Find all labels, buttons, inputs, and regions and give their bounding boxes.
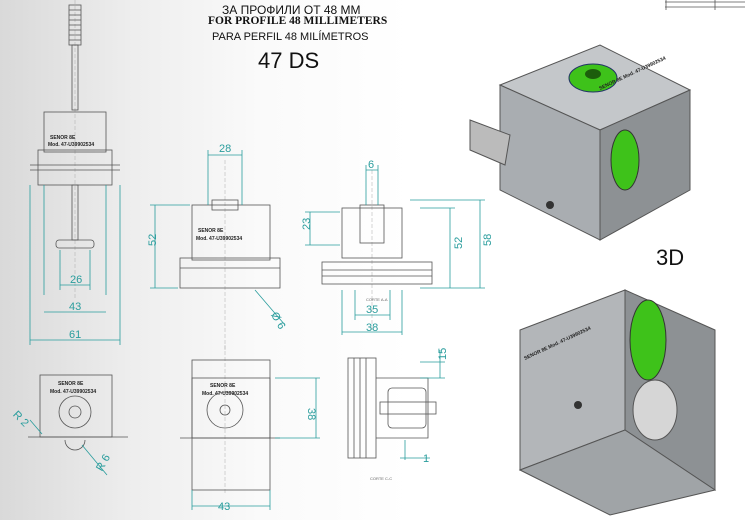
render-3d-bottom: SENOR 8E Mod. 47-U39902534 [518,289,717,516]
section-a-view: CORTE A-A [305,165,485,335]
dim-secc-1: 1 [423,453,429,465]
render-3d-top: SENOR 8E Mod. 47-U39902534 [469,44,692,241]
model-name: 47 DS [258,48,320,73]
dim-front-26: 26 [70,274,82,286]
dim-mid-52: 52 [147,234,159,246]
dim-front-43: 43 [69,301,81,313]
svg-text:SENOR 8E: SENOR 8E [58,381,84,387]
dim-secc-15: 15 [437,348,449,360]
svg-text:Mod. 47-U39902534: Mod. 47-U39902534 [50,389,96,395]
dim-r6: R 6 [94,452,113,473]
title-block [665,0,745,10]
dim-sec-35: 35 [366,304,378,316]
dim-r2: R 2 [10,409,31,430]
dim-front-61: 61 [69,329,81,341]
bottom-left-view: SENOR 8E Mod. 47-U39902534 [28,374,128,476]
middle-view: SENOR 8E Mod. 47-U39902534 [150,150,286,350]
dim-sec-52: 52 [453,237,465,249]
dim-mid-28: 28 [219,143,231,155]
front-view: SENOR 8E Mod. 47-U39902534 [29,0,121,345]
section-a-label: CORTE A-A [366,297,388,302]
svg-text:Mod. 47-U39902534: Mod. 47-U39902534 [196,236,242,242]
svg-text:SENOR 8E: SENOR 8E [50,135,76,141]
svg-text:Mod. 47-U39902534: Mod. 47-U39902534 [48,142,94,148]
svg-text:SENOR 8E: SENOR 8E [198,228,224,234]
dim-sec-58: 58 [482,234,494,246]
dim-sec-38: 38 [366,322,378,334]
section-c-label: CORTE C-C [370,476,392,481]
dim-mid-d6: Ø 6 [268,310,287,331]
svg-text:Mod. 47-U39902534: Mod. 47-U39902534 [202,391,248,397]
dim-bot-38: 38 [305,408,317,420]
dim-bot-43: 43 [218,501,230,513]
title-spanish: PARA PERFIL 48 MILÍMETROS [212,31,369,43]
label-3d: 3D [656,245,685,270]
title-russian: ЗА ПРОФИЛИ ОТ 48 ММ [222,3,361,17]
dim-sec-6: 6 [368,159,374,171]
title-english: FOR PROFILE 48 MILLIMETERS [208,15,388,27]
svg-text:SENOR 8E: SENOR 8E [210,383,236,389]
bottom-middle-view: SENOR 8E Mod. 47-U39902534 [180,345,320,510]
section-c-view: CORTE C-C [347,350,445,481]
dim-sec-23: 23 [301,218,313,230]
